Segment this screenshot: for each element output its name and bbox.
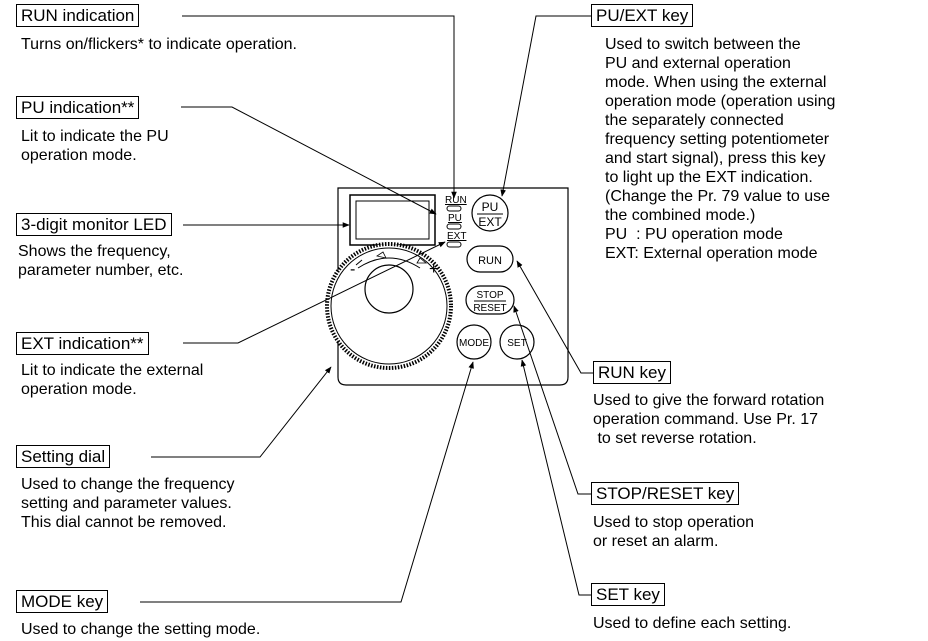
set-key-title: SET key <box>591 583 665 606</box>
pu-led <box>446 223 462 230</box>
dial-minus-sign: - <box>350 261 355 278</box>
pu-indication-description: Lit to indicate the PU operation mode. <box>21 128 169 164</box>
mode-key-description: Used to change the setting mode. <box>21 621 261 638</box>
set-key-description: Used to define each setting. <box>593 615 792 632</box>
svg-text:EXT: EXT <box>478 215 502 229</box>
mode-key-title: MODE key <box>16 590 109 613</box>
mode-key[interactable]: MODE <box>456 324 492 360</box>
ext-indication-description: Lit to indicate the external operation m… <box>21 362 204 398</box>
leader-run-indication <box>182 15 457 199</box>
setting-dial[interactable] <box>325 242 453 370</box>
pu-ext-key-description: Used to switch between the PU and extern… <box>605 36 836 262</box>
stop-reset-key[interactable]: STOP RESET <box>465 285 515 315</box>
run-led-label: RUN <box>445 195 467 206</box>
set-key[interactable]: SET <box>499 324 535 360</box>
leader-pu-indication <box>181 106 437 215</box>
run-key-description: Used to give the forward rotation operat… <box>593 392 825 447</box>
svg-text:MODE: MODE <box>459 338 489 349</box>
run-led <box>446 205 462 212</box>
svg-text:PU: PU <box>482 200 499 214</box>
pu-indication-title: PU indication** <box>16 96 140 119</box>
dial-plus-sign: + <box>429 261 438 278</box>
ext-led <box>446 241 462 248</box>
monitor-led-description: Shows the frequency, parameter number, e… <box>18 243 184 279</box>
leader-stop-reset-key <box>513 305 591 495</box>
run-indication-description: Turns on/flickers* to indicate operation… <box>21 36 297 53</box>
monitor-led-display <box>349 194 436 246</box>
leader-run-key <box>516 260 593 374</box>
leader-mode-key <box>140 361 474 603</box>
leader-pu-ext-key <box>500 15 591 197</box>
svg-text:STOP: STOP <box>476 290 503 301</box>
leader-set-key <box>520 359 591 596</box>
leader-ext-indication <box>183 241 446 344</box>
pu-led-label: PU <box>448 213 462 224</box>
run-indication-title: RUN indication <box>16 4 140 27</box>
setting-dial-title: Setting dial <box>16 445 111 468</box>
leader-setting-dial <box>151 366 332 458</box>
monitor-led-title: 3-digit monitor LED <box>16 213 172 236</box>
setting-dial-description: Used to change the frequency setting and… <box>21 476 235 531</box>
svg-text:RESET: RESET <box>473 303 506 314</box>
ext-indication-title: EXT indication** <box>16 332 149 355</box>
pu-ext-key-title: PU/EXT key <box>591 4 694 27</box>
svg-text:RUN: RUN <box>478 255 502 267</box>
ext-led-label: EXT <box>447 231 466 242</box>
pu-ext-key[interactable]: PU EXT <box>471 194 509 232</box>
run-key-title: RUN key <box>593 361 672 384</box>
run-key[interactable]: RUN <box>466 245 514 273</box>
svg-text:SET: SET <box>507 338 526 349</box>
stop-reset-key-description: Used to stop operation or reset an alarm… <box>593 514 754 550</box>
stop-reset-key-title: STOP/RESET key <box>591 482 740 505</box>
